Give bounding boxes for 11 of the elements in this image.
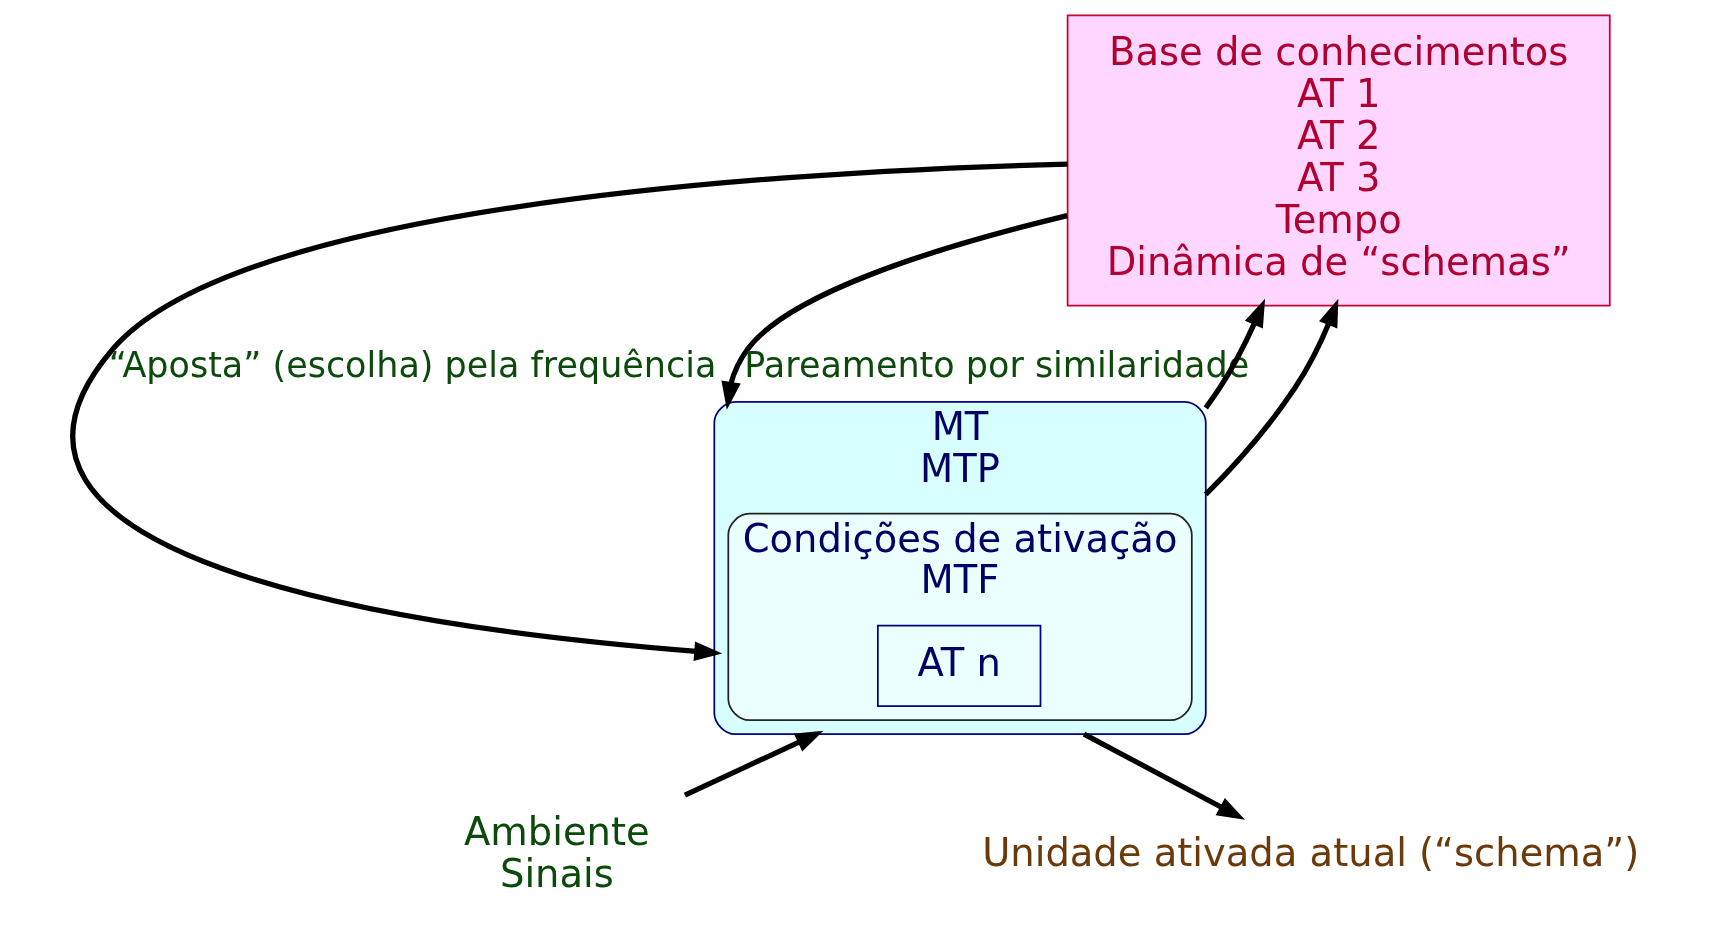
node-text: Unidade ativada atual (“schema”) (982, 830, 1640, 876)
arrow (1082, 731, 1245, 820)
edge-label: “Aposta” (escolha) pela frequência (108, 345, 717, 386)
arrow (1203, 298, 1266, 410)
node-box: Base de conhecimentos AT 1 AT 2 AT 3 Tempo Dinâmica de “schemas” (1066, 14, 1611, 307)
arrow (1203, 298, 1339, 497)
arrow (683, 730, 824, 798)
node-text: Ambiente Sinais (464, 809, 650, 897)
arrow (721, 213, 1068, 410)
arrow (71, 161, 1068, 661)
node-box: AT n (876, 624, 1042, 707)
